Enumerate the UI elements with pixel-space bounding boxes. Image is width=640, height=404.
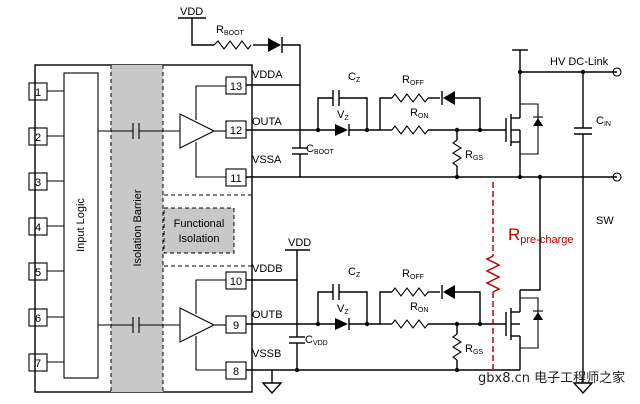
ground-icon: [261, 370, 283, 395]
cz-b-label: CZ: [348, 266, 361, 279]
r-off-b-label: ROFF: [402, 268, 424, 281]
ground-icon-2: [572, 380, 594, 395]
cz-a-label: CZ: [348, 71, 361, 84]
pin-7: 7: [35, 358, 41, 370]
pin-4: 4: [35, 222, 41, 234]
r-precharge: [485, 182, 501, 370]
input-logic-label: Input Logic: [75, 198, 87, 252]
pin-3: 3: [35, 177, 41, 189]
hv-dc-link-label: HV DC-Link: [550, 56, 609, 68]
roff-diode-b-icon: [443, 285, 455, 299]
channel-a-isolator: [98, 85, 226, 178]
mosfet-a-icon: [505, 69, 543, 180]
r-on-a: [391, 125, 429, 135]
pin-8: 8: [233, 366, 239, 378]
roff-diode-a-icon: [443, 91, 455, 105]
mosfet-b-icon: [505, 290, 543, 370]
zener-a-icon: [335, 124, 348, 136]
boot-diode-icon: [268, 38, 281, 52]
pin-1: 1: [35, 87, 41, 99]
functional-isolation-label-2: Isolation: [179, 233, 220, 245]
functional-isolation-label-1: Functional: [174, 218, 225, 230]
pin-10: 10: [230, 276, 242, 288]
r-boot: [213, 40, 252, 50]
sw-node-a: [612, 172, 622, 182]
vssb-label: VSSB: [252, 348, 281, 360]
r-boot-label: RBOOT: [216, 24, 245, 37]
vdd-top-label: VDD: [180, 6, 203, 18]
pin-5: 5: [35, 267, 41, 279]
r-on-a-label: RON: [410, 107, 428, 120]
isolation-barrier-label: Isolation Barrier: [132, 189, 144, 266]
sw-label: SW: [596, 215, 614, 227]
vssa-label: VSSA: [252, 154, 282, 166]
r-on-b: [391, 319, 429, 329]
pin-9: 9: [233, 320, 239, 332]
c-in-label: CIN: [596, 115, 611, 128]
left-pins: 1 2 3 4 5 6 7: [28, 82, 64, 372]
r-off-b: [391, 287, 429, 297]
vddb-label: VDDB: [252, 263, 283, 275]
buffer-b-icon: [179, 307, 216, 343]
r-gs-a: [451, 139, 463, 167]
r-on-b-label: RON: [410, 301, 428, 314]
outa-label: OUTA: [252, 116, 282, 128]
buffer-a-icon: [179, 113, 216, 149]
zener-b-icon: [335, 318, 348, 330]
functional-isolation-block: [163, 207, 235, 254]
c-vdd-label: CVDD: [305, 334, 328, 347]
pin-2: 2: [35, 132, 41, 144]
hv-node: [612, 67, 622, 77]
channel-b-isolator: [98, 279, 226, 371]
vdd-mid-label: VDD: [288, 237, 311, 249]
pin-13: 13: [230, 81, 242, 93]
isolation-barrier-block: [111, 65, 163, 392]
r-gs-b: [451, 333, 463, 361]
r-gs-b-label: RGS: [465, 343, 483, 356]
r-off-a: [391, 93, 429, 103]
r-precharge-label: Rpre-charge: [508, 225, 573, 246]
right-pins: 13 12 11 10 9 8: [225, 76, 247, 380]
outb-label: OUTB: [252, 309, 283, 321]
vz-b-label: VZ: [337, 303, 349, 316]
pin-12: 12: [230, 125, 242, 137]
r-gs-a-label: RGS: [465, 149, 483, 162]
pin-6: 6: [35, 313, 41, 325]
vdda-label: VDDA: [252, 69, 283, 81]
vz-a-label: VZ: [337, 109, 349, 122]
c-boot-label: CBOOT: [306, 143, 335, 156]
r-off-a-label: ROFF: [402, 74, 424, 87]
pin-11: 11: [230, 173, 241, 185]
watermark: gbx8.cn 电子工程师之家: [478, 370, 625, 386]
